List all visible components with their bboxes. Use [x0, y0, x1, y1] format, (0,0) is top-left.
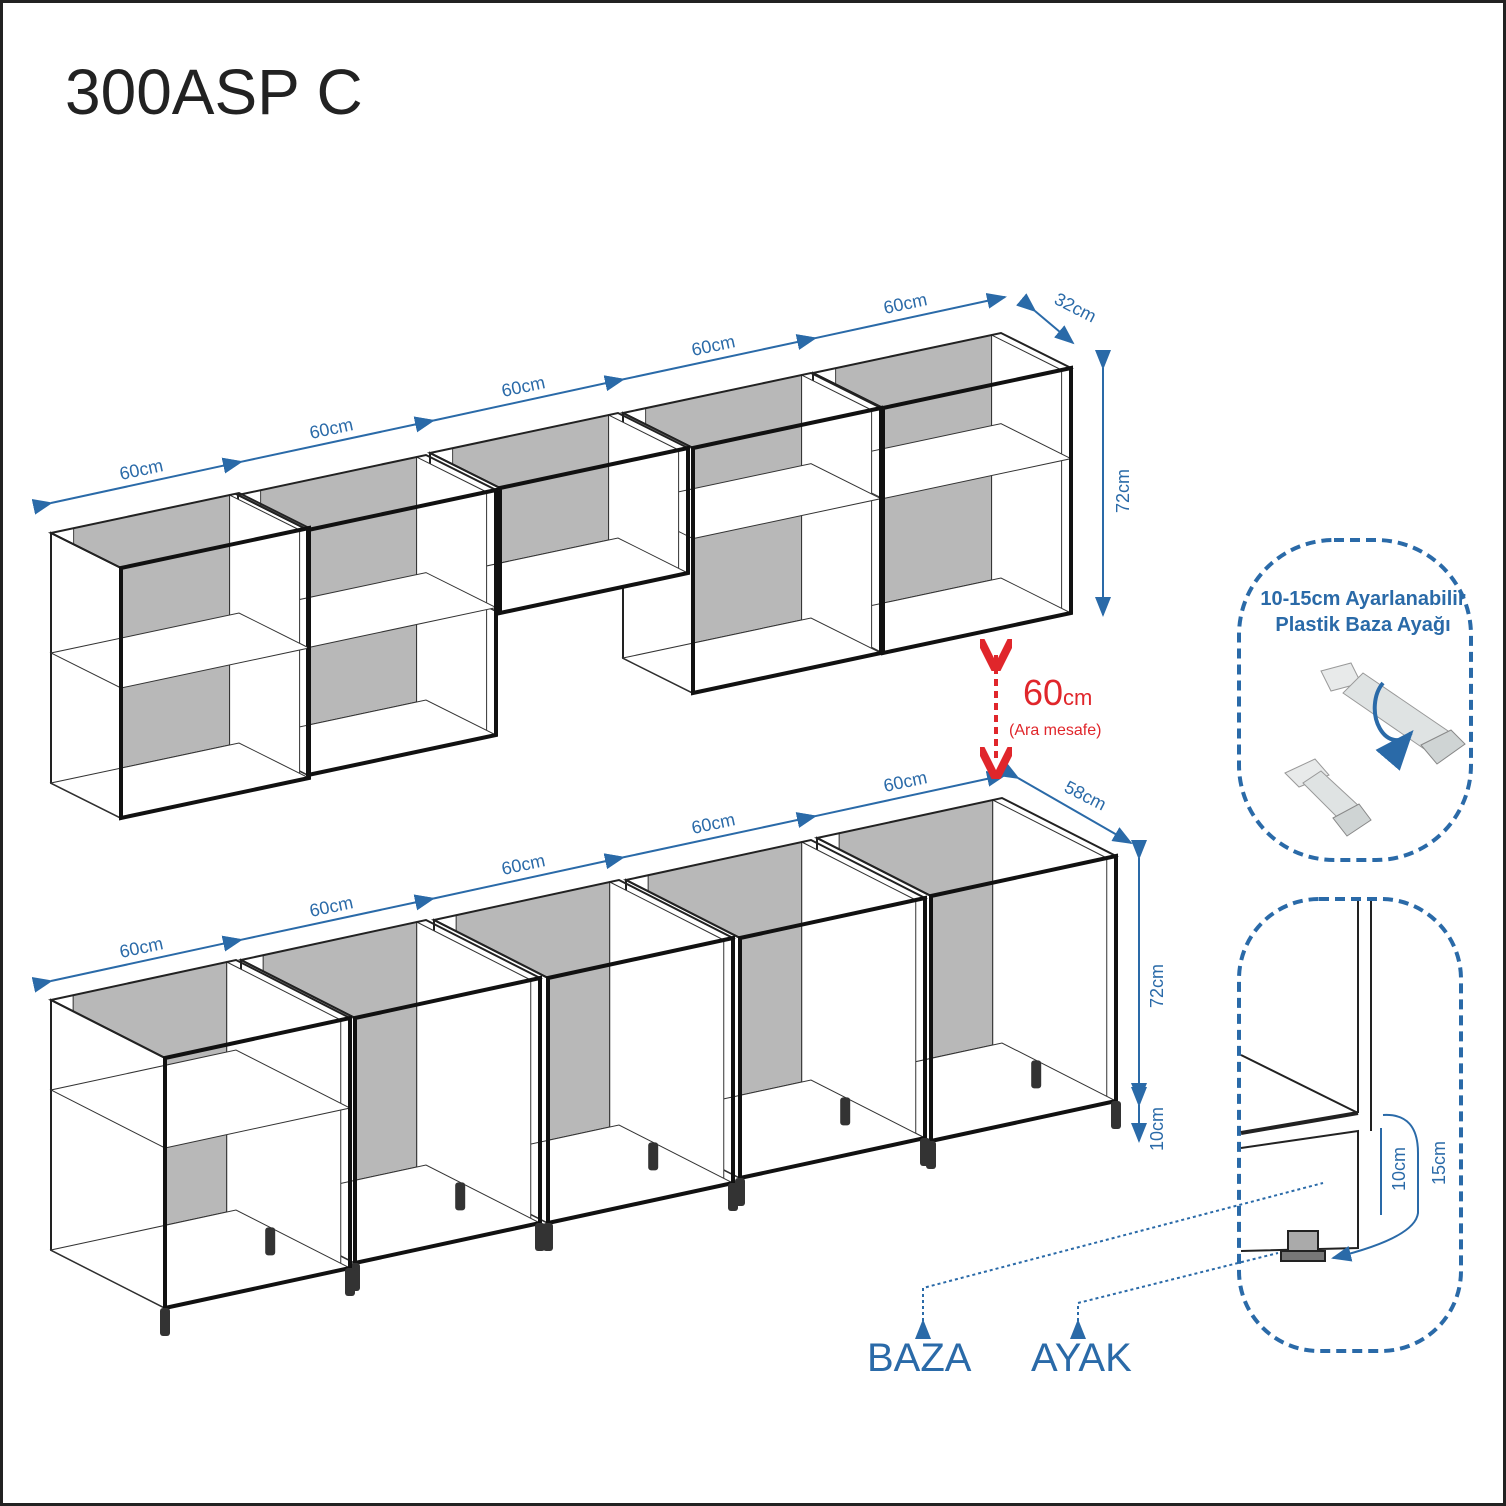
lower-width-line	[413, 853, 625, 911]
detail-callout-border	[1237, 897, 1463, 1353]
cabinet-leg	[920, 1138, 930, 1166]
lower-height: 72cm	[1147, 964, 1167, 1008]
ayak-label: AYAK	[1031, 1336, 1132, 1380]
gap-value: 60cm	[1023, 672, 1092, 713]
shelf	[49, 1049, 352, 1149]
upper-width-line	[413, 375, 625, 433]
lower-depth-line	[998, 762, 1133, 844]
upper-width-line	[603, 334, 817, 391]
ayak-pointer	[1070, 1252, 1279, 1339]
lower-width-line	[31, 935, 243, 993]
cabinet-leg	[265, 1227, 276, 1256]
lower-width-5: 60cm	[882, 767, 929, 796]
leg-icon	[1284, 758, 1372, 837]
cabinet-leg	[160, 1308, 170, 1336]
kitchen-cabinet-drawing: 60cm 60cm 60cm 60cm 60cm 32cm 72cm 60cm …	[31, 289, 1473, 1380]
lower-depth: 58cm	[1061, 777, 1109, 815]
baza-pointer	[915, 1182, 1324, 1339]
detail-max: 15cm	[1429, 1141, 1449, 1185]
front-frame	[498, 445, 690, 616]
cabinet-leg	[455, 1182, 466, 1211]
leg-callout-line2: Plastik Baza Ayağı	[1275, 614, 1450, 636]
cabinet-leg	[535, 1223, 545, 1251]
base-detail-drawing	[1240, 901, 1372, 1262]
front-frame	[691, 405, 883, 696]
lower-width-line	[221, 894, 435, 952]
cabinet-leg	[728, 1183, 738, 1211]
cabinet-leg	[1031, 1060, 1042, 1089]
shelf	[49, 612, 311, 689]
leg-callout-border	[1237, 538, 1473, 862]
cabinet-leg	[543, 1223, 553, 1251]
upper-width-line	[31, 457, 243, 515]
detail-max-line	[1331, 1113, 1419, 1262]
lower-cabinet-1	[48, 958, 355, 1336]
upper-width-5: 60cm	[882, 289, 929, 318]
upper-depth: 32cm	[1051, 289, 1099, 327]
cabinet-leg	[840, 1097, 851, 1126]
baza-label: BAZA	[867, 1336, 972, 1380]
upper-depth-line	[1016, 293, 1075, 345]
cabinet-leg	[345, 1268, 355, 1296]
product-title: 300ASP C	[65, 56, 363, 128]
front-frame	[119, 525, 311, 821]
detail-min: 10cm	[1389, 1147, 1409, 1191]
lower-width-line	[603, 812, 817, 869]
lower-width-line	[795, 770, 1007, 828]
upper-cabinet-1	[47, 491, 313, 821]
adjustable-leg-icon	[1320, 662, 1466, 771]
gap-note: (Ara mesafe)	[1009, 722, 1101, 739]
leg-callout-line1: 10-15cm Ayarlanabilir	[1260, 588, 1466, 610]
upper-height: 72cm	[1113, 469, 1133, 513]
cabinet-leg	[648, 1142, 659, 1171]
upper-width-line	[795, 292, 1007, 350]
cabinet-leg	[1111, 1101, 1121, 1129]
upper-width-line	[221, 416, 435, 474]
lower-leg-height: 10cm	[1147, 1107, 1167, 1151]
